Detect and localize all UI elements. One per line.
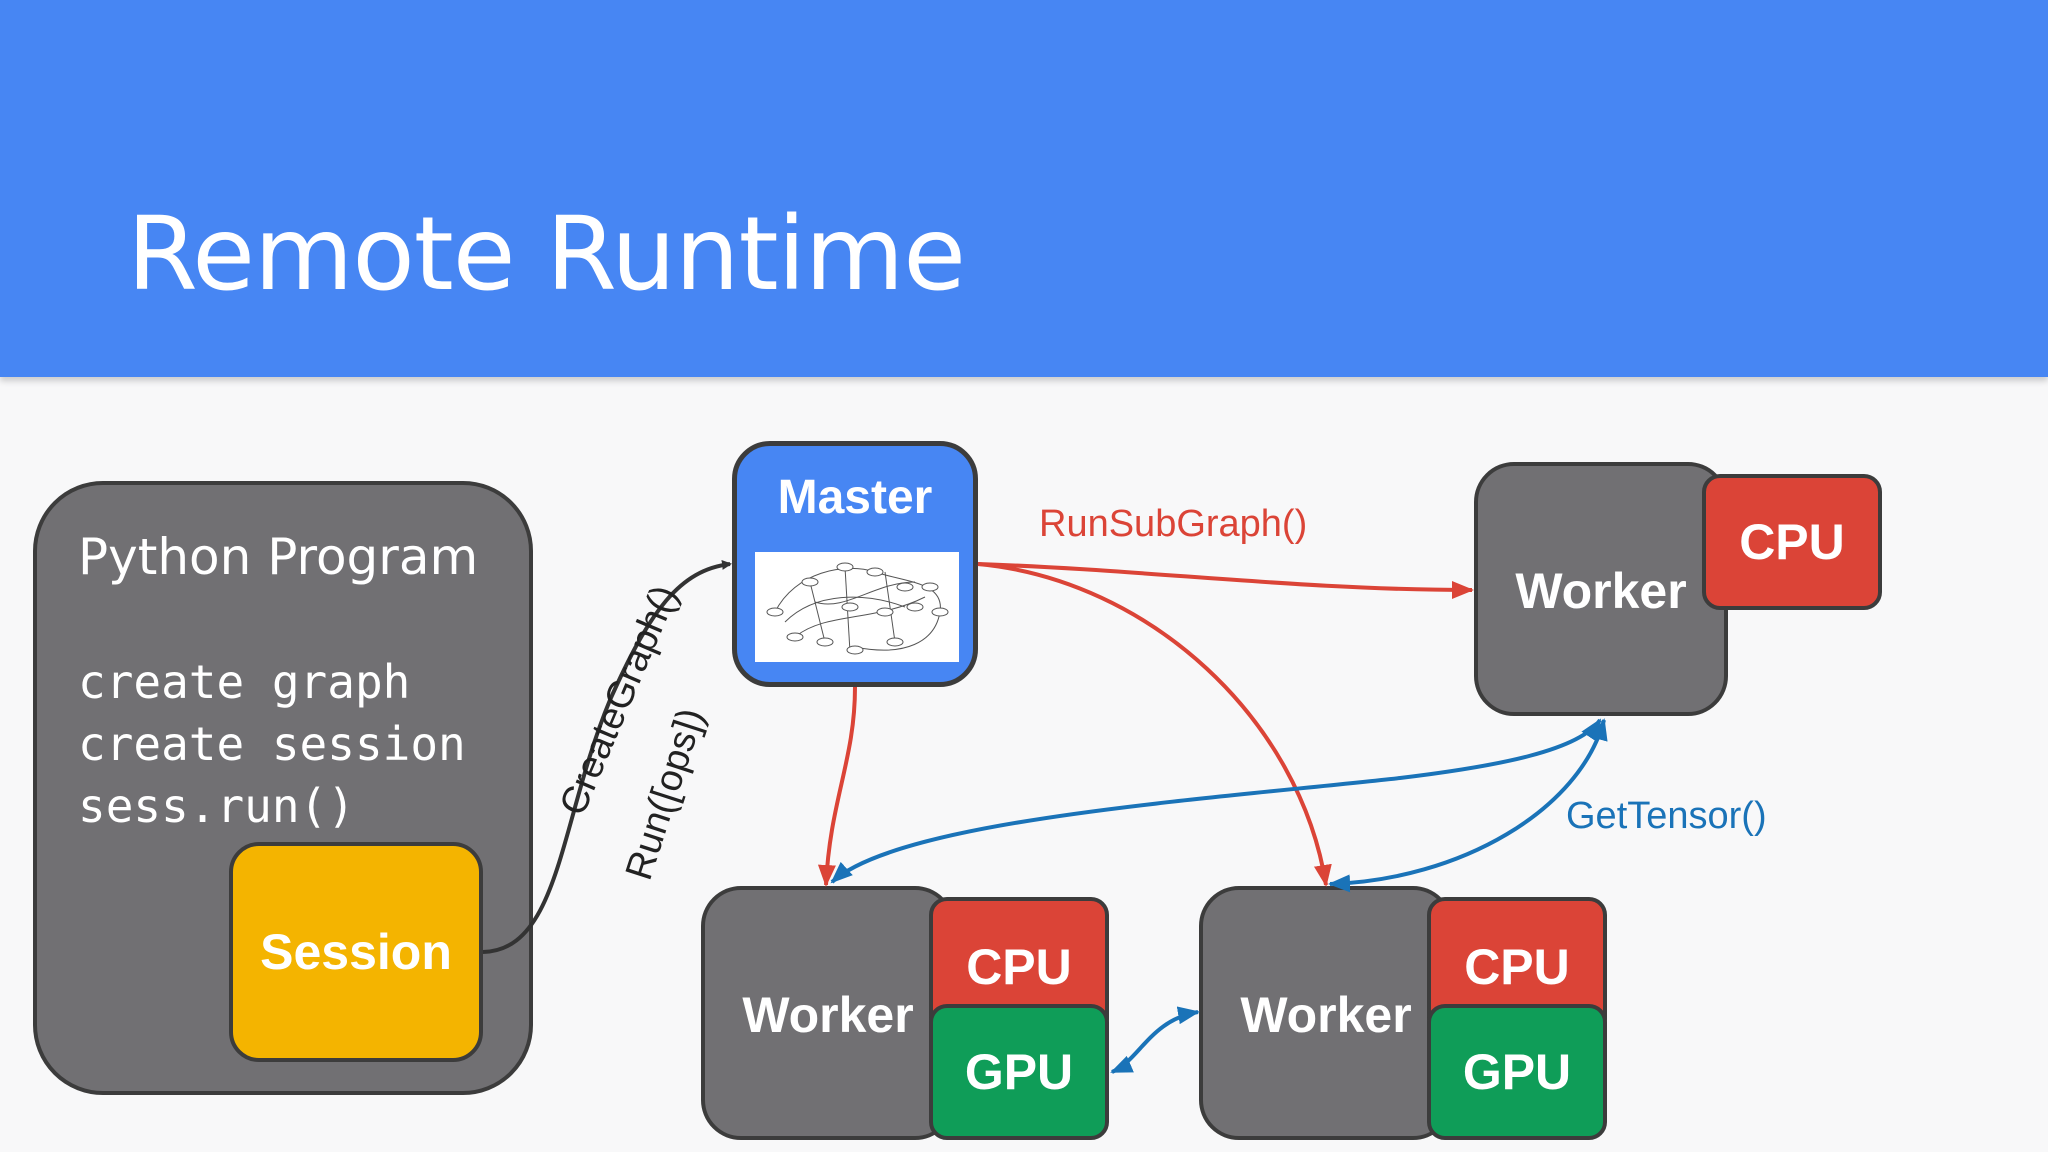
worker-bottom-left-label: Worker bbox=[742, 987, 914, 1043]
worker-top-right-cpu: CPU bbox=[1702, 474, 1882, 610]
worker-bottom-middle-cpu: CPU bbox=[1427, 897, 1607, 1037]
slide-title: Remote Runtime bbox=[127, 195, 966, 314]
code-line-create-graph: create graph bbox=[78, 655, 411, 709]
python-program-title: Python Program bbox=[78, 528, 479, 586]
arrow-gettensor-top-left bbox=[830, 718, 1602, 884]
worker-bottom-left-gpu: GPU bbox=[929, 1004, 1109, 1140]
arrow-gettensor-top-middle bbox=[1328, 718, 1608, 893]
arrow-gpu-to-gpu bbox=[1110, 1006, 1200, 1074]
worker-bottom-middle-gpu: GPU bbox=[1427, 1004, 1607, 1140]
code-line-sess-run: sess.run() bbox=[78, 779, 355, 833]
session-label: Session bbox=[260, 924, 452, 980]
label-get-tensor: GetTensor() bbox=[1566, 795, 1767, 837]
arrow-master-to-worker-left bbox=[817, 686, 857, 887]
worker-bottom-left-box bbox=[701, 886, 955, 1140]
graph-thumbnail-icon bbox=[766, 562, 949, 655]
master-graph-thumbnail bbox=[755, 552, 959, 662]
session-box bbox=[229, 842, 483, 1062]
worker-top-right-label: Worker bbox=[1515, 563, 1687, 619]
arrow-master-to-worker-top bbox=[977, 562, 1474, 599]
worker-bottom-middle-label: Worker bbox=[1240, 987, 1412, 1043]
code-line-create-session: create session bbox=[78, 717, 466, 771]
master-label: Master bbox=[777, 471, 933, 524]
arrow-master-to-worker-middle bbox=[977, 562, 1332, 887]
label-run-ops: Run([ops]) bbox=[618, 703, 713, 885]
label-run-subgraph: RunSubGraph() bbox=[1039, 503, 1308, 545]
slide-header: Remote Runtime bbox=[0, 0, 2048, 377]
